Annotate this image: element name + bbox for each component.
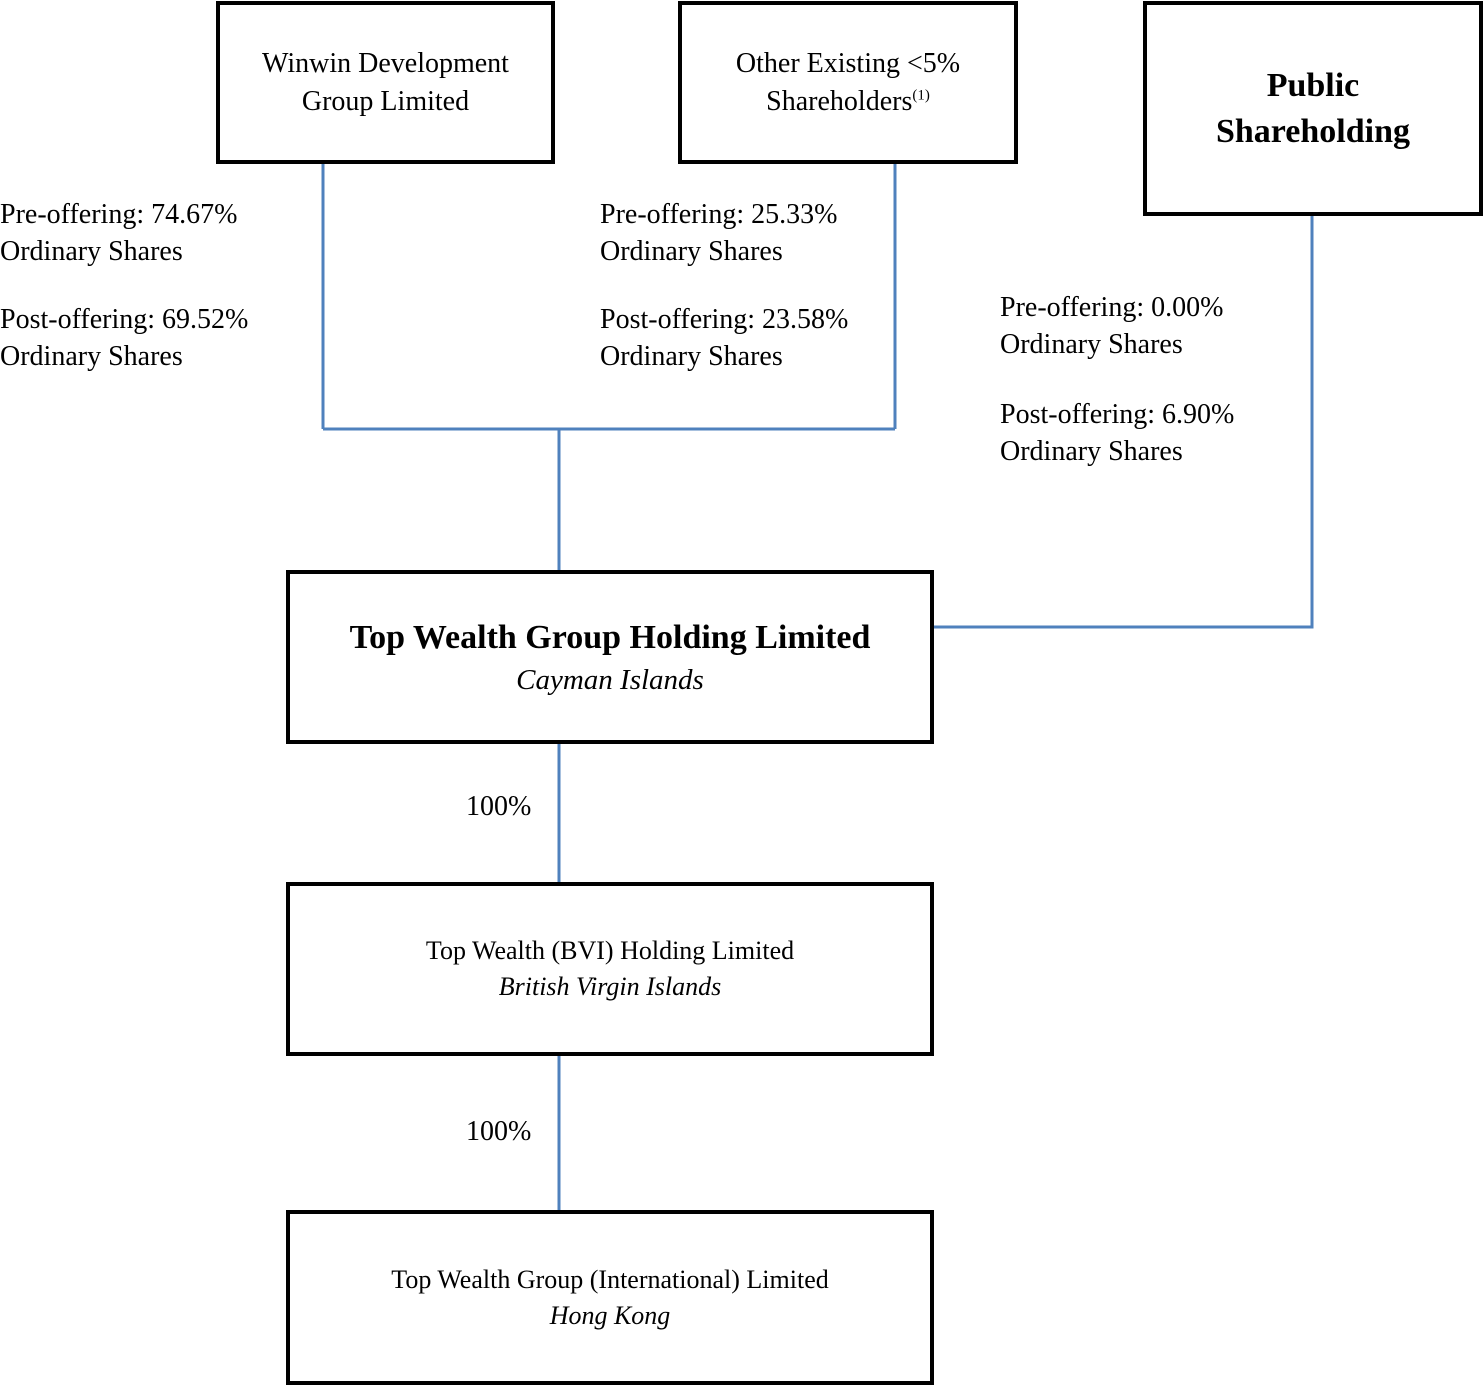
winwin-post-unit: Ordinary Shares (0, 341, 183, 372)
holding-company-box: Top Wealth Group Holding Limited Cayman … (286, 570, 934, 744)
footnote-marker: (1) (912, 87, 930, 104)
bvi-company-location: British Virgin Islands (498, 972, 722, 1001)
winwin-box: Winwin Development Group Limited (216, 1, 555, 164)
winwin-pre-offering: Pre-offering: 74.67% (0, 199, 238, 230)
winwin-name-line2: Group Limited (301, 85, 470, 117)
other-post-unit: Ordinary Shares (600, 341, 783, 372)
other-name-text: Shareholders (766, 85, 913, 117)
public-pre-unit: Ordinary Shares (1000, 329, 1183, 360)
public-shareholding-box: Public Shareholding (1143, 1, 1483, 216)
holding-company-location: Cayman Islands (516, 664, 704, 696)
bvi-company-box: Top Wealth (BVI) Holding Limited British… (286, 882, 934, 1056)
hk-company-location: Hong Kong (549, 1300, 671, 1330)
winwin-post-offering: Post-offering: 69.52% (0, 304, 249, 335)
bvi-company-name: Top Wealth (BVI) Holding Limited (425, 936, 795, 965)
public-holding-label: Pre-offering: 0.00% Ordinary Shares Post… (1000, 289, 1234, 470)
winwin-name-line1: Winwin Development (262, 47, 509, 79)
public-post-offering: Post-offering: 6.90% (1000, 399, 1235, 430)
connector-public (933, 215, 1314, 629)
ownership-holding-to-bvi: 100% (466, 791, 532, 822)
hk-company-name: Top Wealth Group (International) Limited (391, 1264, 829, 1294)
public-post-unit: Ordinary Shares (1000, 436, 1183, 467)
public-name-line1: Public (1266, 66, 1360, 104)
other-holding-label: Pre-offering: 25.33% Ordinary Shares Pos… (600, 196, 848, 375)
winwin-pre-unit: Ordinary Shares (0, 236, 183, 267)
hk-company-box: Top Wealth Group (International) Limited… (286, 1210, 934, 1385)
other-pre-unit: Ordinary Shares (600, 236, 783, 267)
other-shareholders-box: Other Existing <5% Shareholders(1) (678, 1, 1018, 164)
holding-company-name: Top Wealth Group Holding Limited (349, 619, 871, 656)
other-name-line1: Other Existing <5% (735, 47, 961, 79)
other-post-offering: Post-offering: 23.58% (600, 304, 849, 335)
public-pre-offering: Pre-offering: 0.00% (1000, 292, 1224, 323)
other-name-line2: Shareholders(1) (766, 83, 930, 121)
ownership-bvi-to-hk: 100% (466, 1116, 532, 1147)
winwin-holding-label: Pre-offering: 74.67% Ordinary Shares Pos… (0, 196, 248, 375)
other-pre-offering: Pre-offering: 25.33% (600, 199, 838, 230)
public-name-line2: Shareholding (1215, 112, 1410, 150)
